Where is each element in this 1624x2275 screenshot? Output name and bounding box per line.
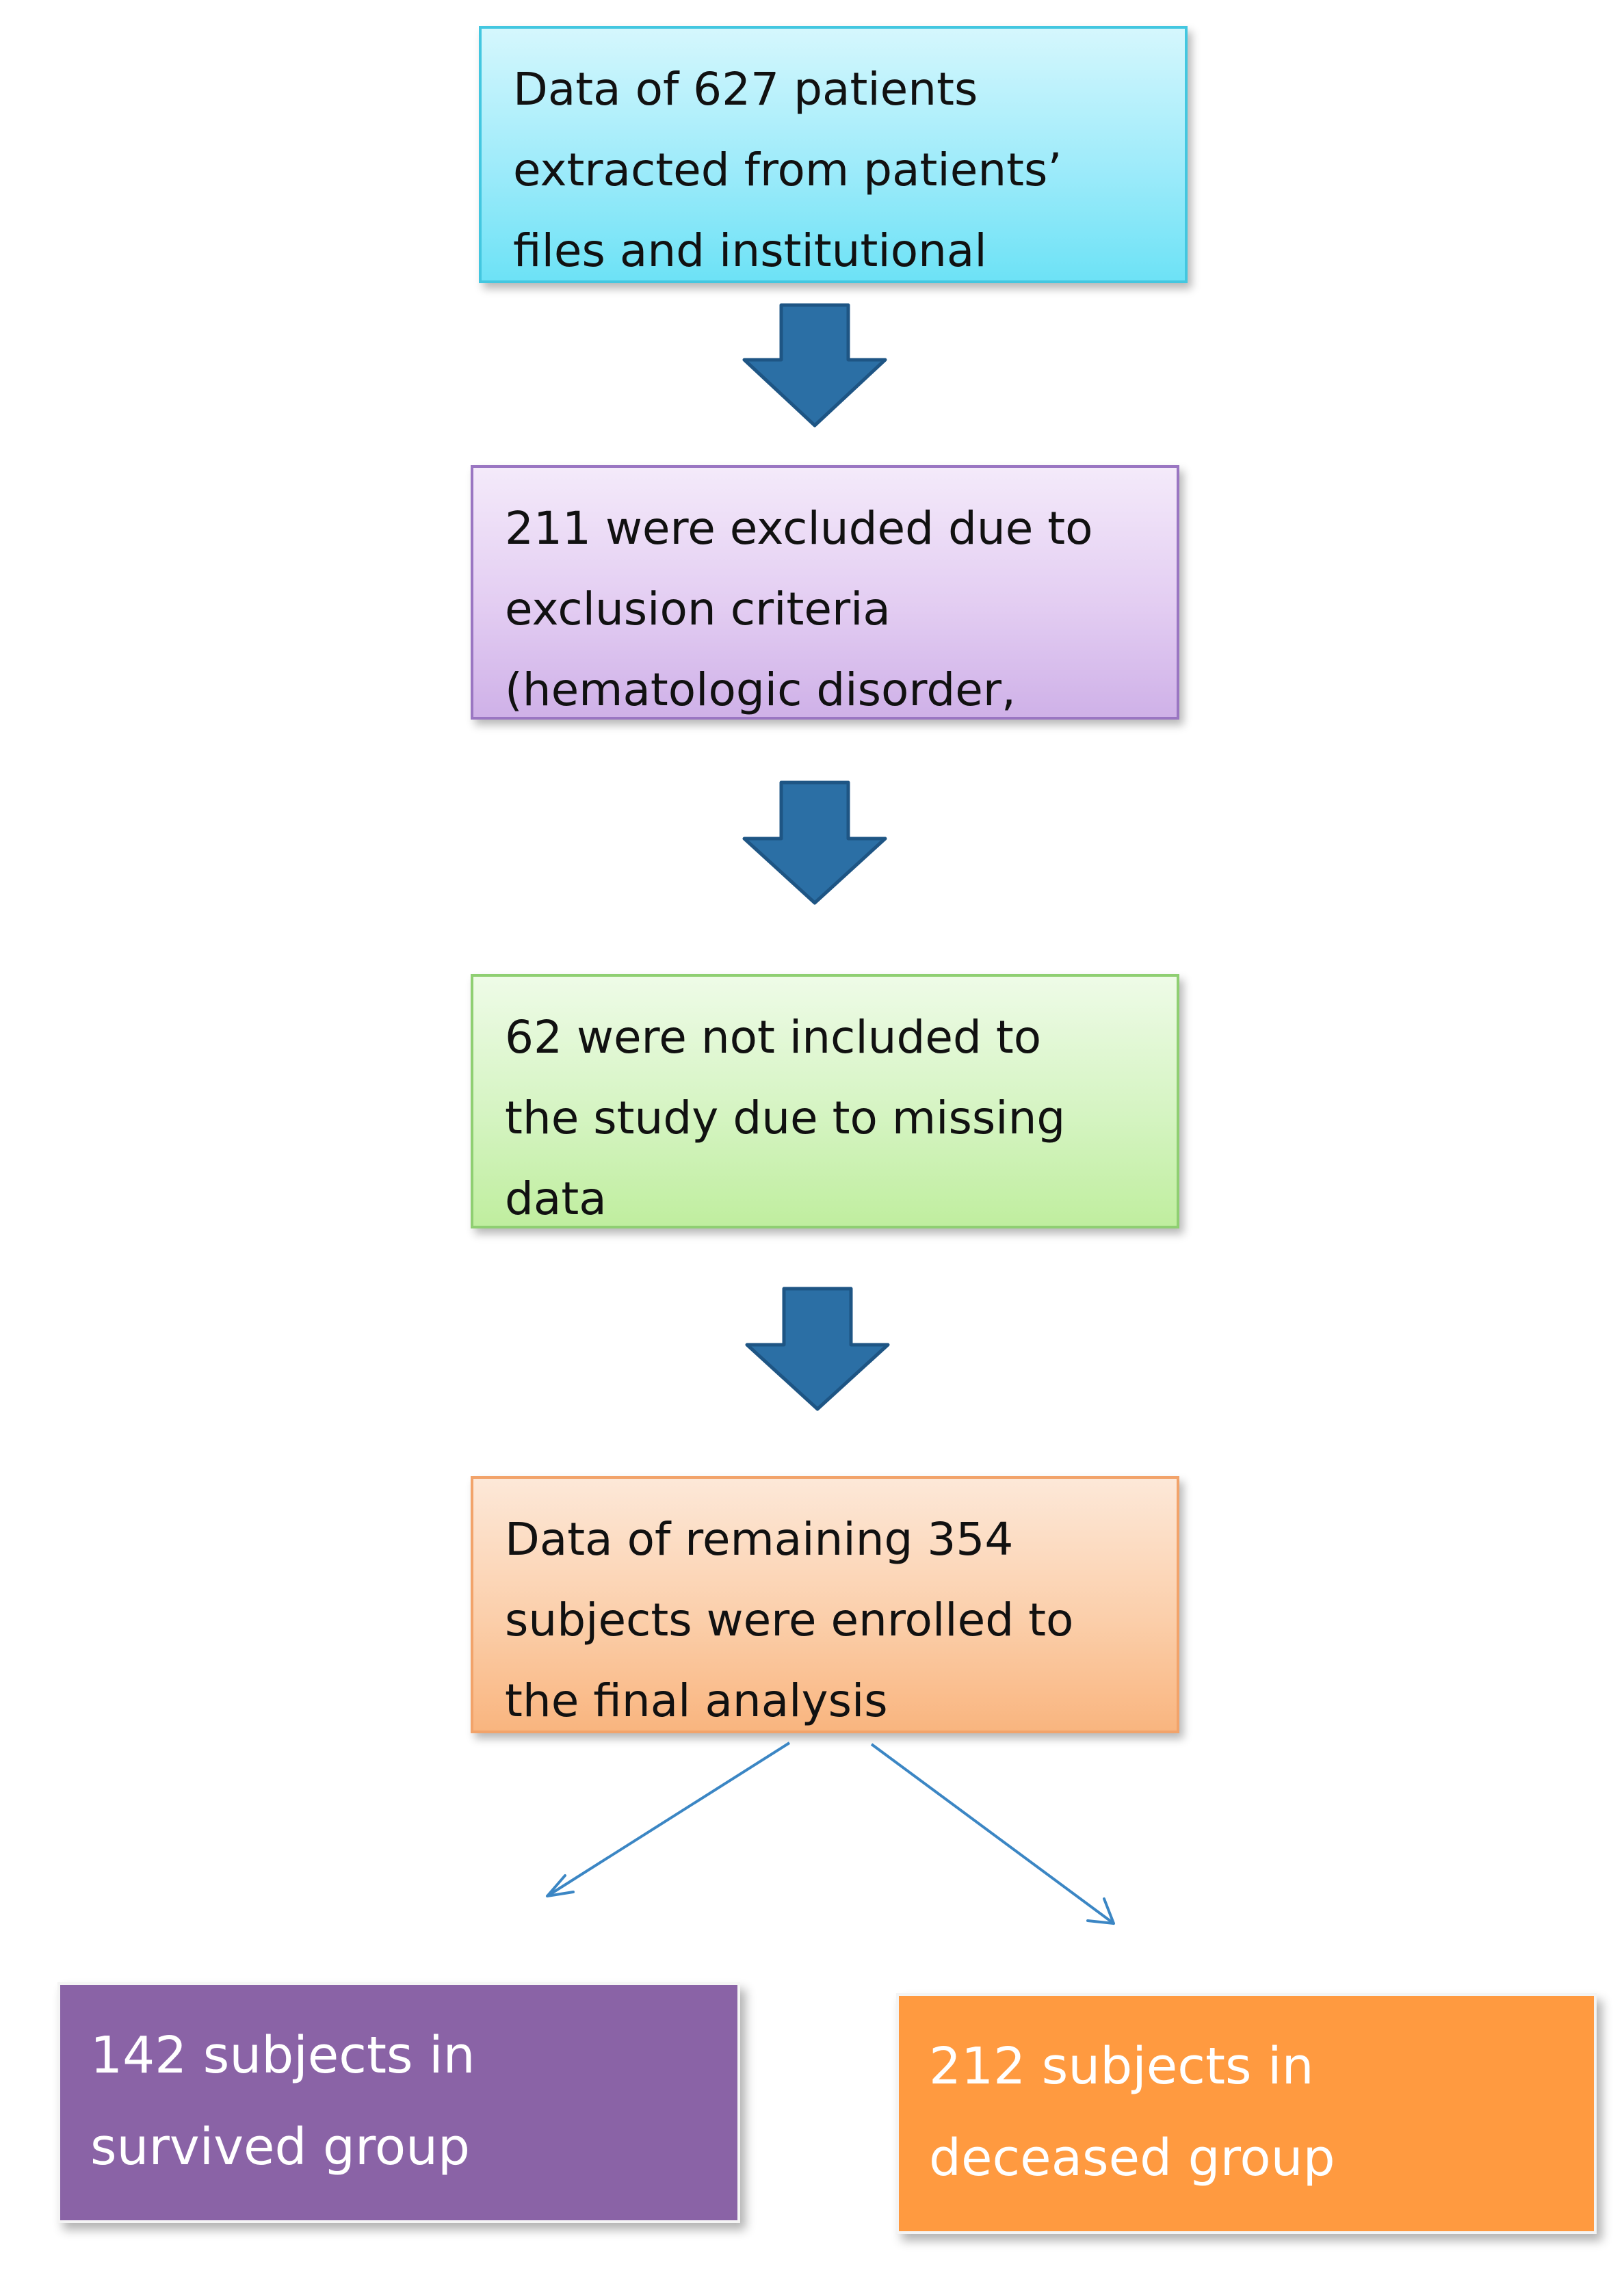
outcome-box-deceased: 212 subjects in deceased group: [896, 1993, 1597, 2234]
down-arrow-icon: [742, 780, 887, 905]
step-box-missing-data: 62 were not included to the study due to…: [471, 974, 1179, 1228]
step-text-final-analysis: Data of remaining 354 subjects were enro…: [505, 1513, 1074, 1727]
step-text-exclusion: 211 were excluded due to exclusion crite…: [505, 502, 1093, 716]
step-box-exclusion: 211 were excluded due to exclusion crite…: [471, 465, 1179, 720]
split-arrow-right-icon: [870, 1743, 1115, 1925]
step-box-final-analysis: Data of remaining 354 subjects were enro…: [471, 1476, 1179, 1733]
step-text-missing-data: 62 were not included to the study due to…: [505, 1011, 1066, 1225]
down-arrow-icon: [742, 303, 887, 428]
step-text-data-extraction: Data of 627 patients extracted from pati…: [513, 63, 1062, 277]
step-box-data-extraction: Data of 627 patients extracted from pati…: [479, 26, 1188, 283]
split-arrow-left-icon: [546, 1741, 791, 1897]
outcome-text-survived: 142 subjects in survived group: [90, 2026, 475, 2177]
down-arrow-icon: [745, 1287, 890, 1411]
outcome-box-survived: 142 subjects in survived group: [57, 1982, 740, 2223]
outcome-text-deceased: 212 subjects in deceased group: [929, 2037, 1335, 2187]
